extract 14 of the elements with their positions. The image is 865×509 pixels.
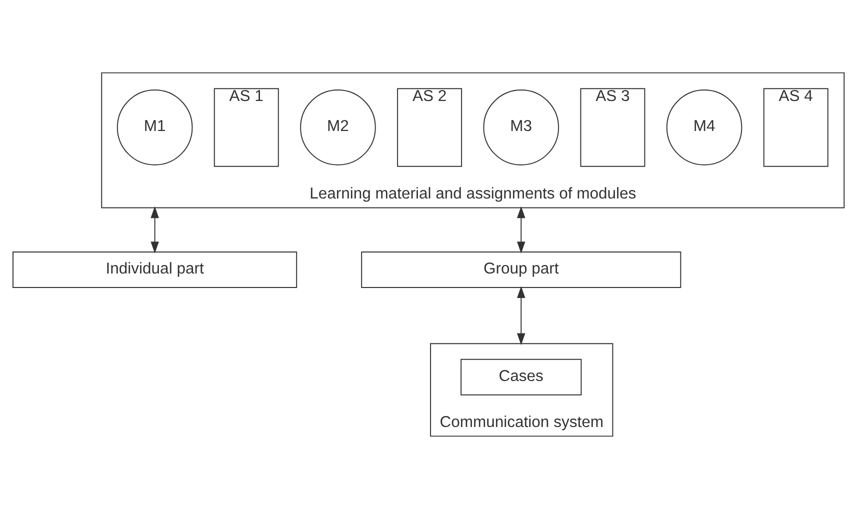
node-box: AS 4 <box>763 88 828 167</box>
arrow <box>516 206 526 254</box>
node-circle: M4 <box>666 90 742 166</box>
node-circle: M1 <box>116 90 193 166</box>
arrow <box>150 206 159 254</box>
node-circle: M3 <box>483 90 560 166</box>
node-box: Group part <box>361 252 682 288</box>
node-box: AS 3 <box>580 88 646 167</box>
node-box: Cases <box>460 358 582 396</box>
node-box: Individual part <box>12 252 298 288</box>
node-box: AS 2 <box>397 88 462 167</box>
node-circle: M2 <box>300 90 376 166</box>
arrow <box>516 286 526 346</box>
node-box: AS 1 <box>214 88 279 167</box>
